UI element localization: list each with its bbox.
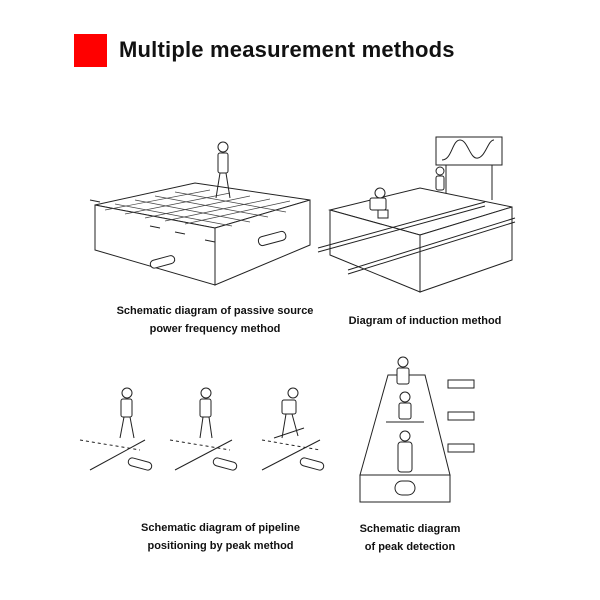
page-title: Multiple measurement methods	[119, 37, 455, 62]
caption-line: positioning by peak method	[147, 540, 294, 552]
page-header: Multiple measurement methods	[74, 33, 455, 67]
caption-line: Schematic diagram of pipeline	[141, 522, 300, 534]
caption-line: Schematic diagram of passive source	[116, 305, 314, 317]
caption-peak-positioning: Schematic diagram of pipeline positionin…	[108, 519, 333, 555]
caption-induction: Diagram of induction method	[340, 312, 510, 330]
caption-line: of peak detection	[364, 541, 456, 553]
caption-line: Diagram of induction method	[348, 315, 502, 327]
caption-line: Schematic diagram	[359, 523, 461, 535]
caption-passive-source: Schematic diagram of passive source powe…	[100, 302, 330, 338]
accent-square	[74, 33, 107, 67]
caption-line: power frequency method	[149, 323, 281, 335]
caption-peak-detection: Schematic diagram of peak detection	[345, 520, 475, 556]
